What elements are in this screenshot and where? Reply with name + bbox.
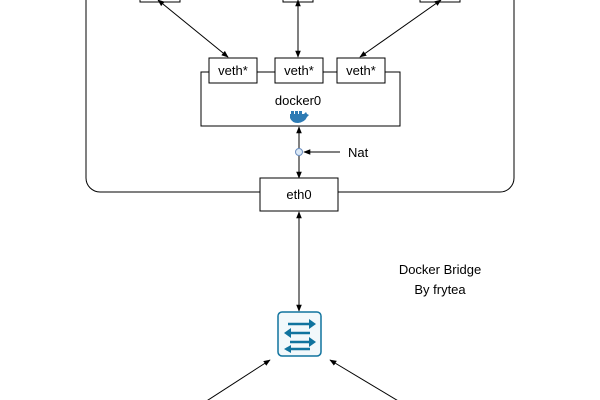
nat-label: Nat [348,145,369,160]
nat-point [295,148,303,156]
veth-box [274,57,324,84]
switch-downlink [207,359,271,400]
caption-title: Docker Bridge [399,262,481,277]
switch-downlink [329,359,398,400]
veth-box [208,57,258,84]
switch-icon [277,311,322,357]
caption-author: By frytea [414,282,466,297]
container-veth-link [359,0,442,58]
docker-whale-icon [290,111,309,123]
veth-box [336,57,386,84]
eth0-box [259,177,339,212]
veth-label: veth* [284,63,314,78]
veth-label: veth* [346,63,376,78]
docker0-label: docker0 [275,93,321,108]
veth-label: veth* [218,63,248,78]
container-veth-link [157,0,229,58]
eth0-label: eth0 [286,187,311,202]
